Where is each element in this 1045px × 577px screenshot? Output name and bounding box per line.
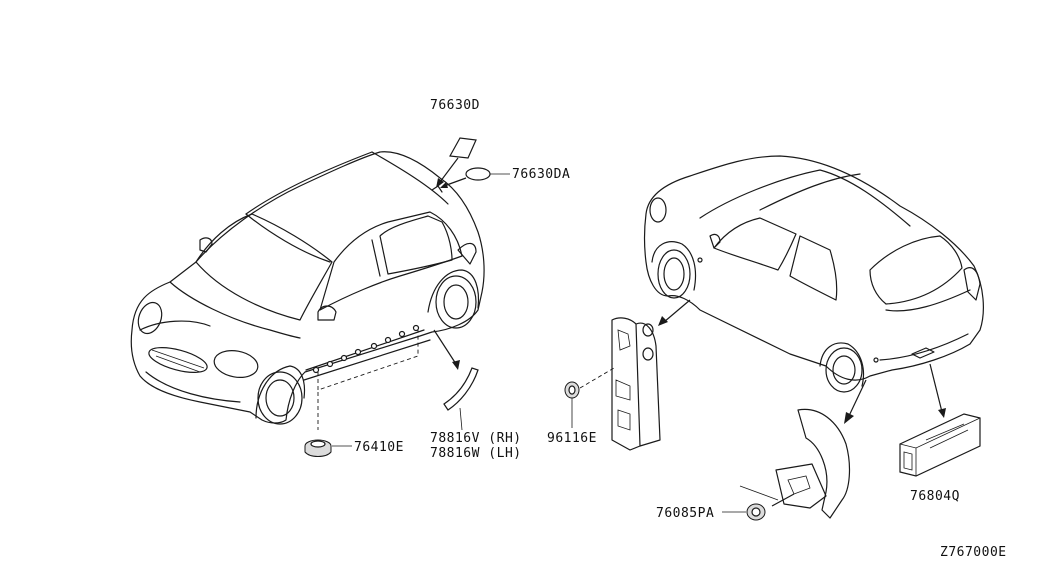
callout-76804Q: 76804Q [910, 489, 960, 504]
callout-78816V-W: 78816V (RH) 78816W (LH) [430, 431, 530, 461]
part-96116E [564, 367, 615, 428]
callout-76630DA: 76630DA [512, 167, 570, 182]
callout-76630D: 76630D [430, 98, 480, 113]
part-76804Q [899, 363, 981, 477]
front-car-illustration [130, 151, 485, 430]
wheelhouse-bracket [739, 379, 867, 519]
sill-clips [312, 324, 420, 374]
rear-car-illustration [643, 155, 984, 393]
part-76630D [436, 137, 477, 188]
callout-76085PA: 76085PA [656, 506, 714, 521]
part-76630DA [440, 167, 510, 188]
part-76085PA [722, 503, 766, 521]
doc-code: Z767000E [940, 545, 1007, 560]
inner-panel [611, 299, 691, 451]
part-78816V [433, 329, 479, 431]
part-76410E [304, 439, 352, 457]
callout-96116E: 96116E [547, 431, 597, 446]
callout-76410E: 76410E [354, 440, 404, 455]
